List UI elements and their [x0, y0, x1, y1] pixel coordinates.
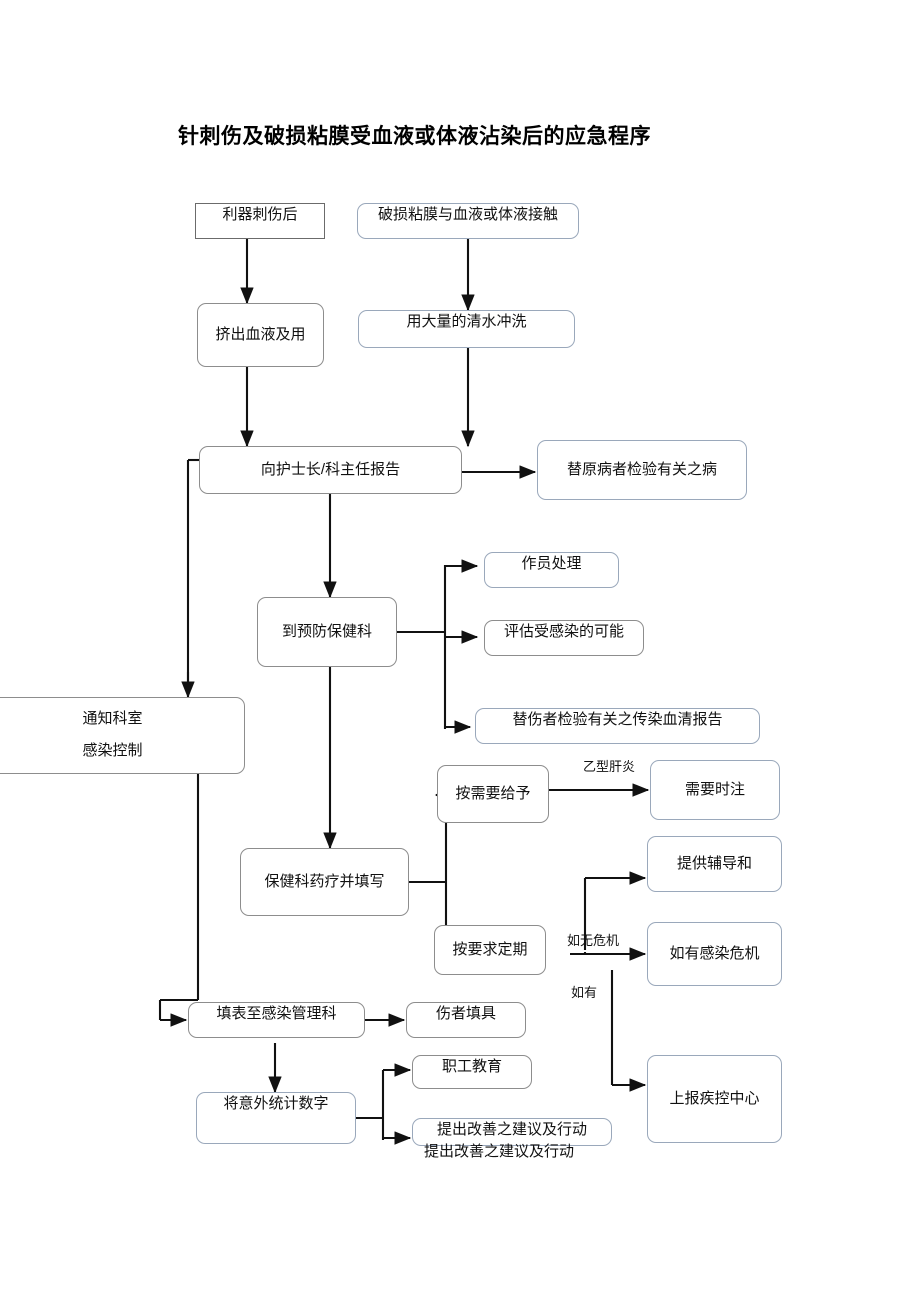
node-injured-fills-form[interactable]: 伤者填具 [406, 1002, 526, 1038]
node-improvement-action-label: 提出改善之建议及行动 [436, 1121, 587, 1138]
node-form-to-infection-dept-label: 填表至感染管理科 [216, 1005, 337, 1022]
node-branch-assess-risk-label: 评估受感染的可能 [503, 623, 624, 640]
node-injured-fills-form-label: 伤者填具 [435, 1005, 496, 1022]
node-infection-control-label: 感染控制 [82, 741, 143, 759]
node-inject-when-needed[interactable]: 需要时注 [650, 760, 780, 820]
node-sharps-injury-label: 利器刺伤后 [222, 206, 298, 223]
node-report-cdc-label: 上报疾控中心 [669, 1089, 760, 1107]
node-mucosa-contact[interactable]: 破损粘膜与血液或体液接触 [357, 203, 579, 239]
node-report-head-nurse[interactable]: 向护士长/科主任报告 [199, 446, 462, 494]
node-mucosa-contact-label: 破损粘膜与血液或体液接触 [377, 206, 558, 223]
node-squeeze-blood[interactable]: 挤出血液及用 [197, 303, 324, 367]
node-branch-registration[interactable]: 作员处理 [484, 552, 619, 588]
node-form-to-infection-dept[interactable]: 填表至感染管理科 [188, 1002, 365, 1038]
edge-label-hepatitis-b: 乙型肝炎 [583, 759, 636, 774]
node-branch-registration-label: 作员处理 [521, 555, 582, 572]
node-provide-counseling[interactable]: 提供辅导和 [647, 836, 782, 892]
node-sharps-injury[interactable]: 利器刺伤后 [195, 203, 325, 239]
node-improvement-action[interactable]: 提出改善之建议及行动 [412, 1118, 612, 1146]
node-staff-education[interactable]: 职工教育 [412, 1055, 532, 1089]
node-give-as-needed-label: 按需要给予 [455, 784, 531, 802]
node-staff-education-label: 职工教育 [441, 1058, 502, 1075]
node-go-prevention-dept[interactable]: 到预防保健科 [257, 597, 397, 667]
node-if-infection-risk[interactable]: 如有感染危机 [647, 922, 782, 986]
node-rinse-water-label: 用大量的清水冲洗 [406, 313, 527, 330]
node-periodic-followup-label: 按要求定期 [452, 940, 528, 958]
node-branch-serology[interactable]: 替伤者检验有关之传染血清报告 [475, 708, 760, 744]
node-medicate-and-fill-label: 保健科药疗并填写 [264, 872, 385, 890]
node-if-infection-risk-label: 如有感染危机 [669, 944, 760, 962]
edge-label-risk-b: 如有 [571, 985, 598, 1000]
node-report-cdc[interactable]: 上报疾控中心 [647, 1055, 782, 1143]
node-statistics[interactable]: 将意外统计数字 [196, 1092, 356, 1144]
bottom-caption: 提出改善之建议及行动 [424, 1143, 575, 1160]
node-inject-when-needed-label: 需要时注 [684, 780, 745, 798]
node-go-prevention-dept-label: 到预防保健科 [281, 622, 372, 640]
node-provide-counseling-label: 提供辅导和 [676, 854, 752, 872]
node-branch-serology-label: 替伤者检验有关之传染血清报告 [512, 711, 723, 728]
node-squeeze-blood-label: 挤出血液及用 [215, 325, 306, 343]
edge-label-risk-a: 如无危机 [567, 933, 620, 948]
node-notify-dept-label: 通知科室 [82, 710, 143, 728]
node-periodic-followup[interactable]: 按要求定期 [434, 925, 546, 975]
node-test-source-patient[interactable]: 替原病者检验有关之病 [537, 440, 747, 500]
node-test-source-patient-label: 替原病者检验有关之病 [566, 460, 717, 478]
node-branch-assess-risk[interactable]: 评估受感染的可能 [484, 620, 644, 656]
node-medicate-and-fill[interactable]: 保健科药疗并填写 [240, 848, 409, 916]
node-give-as-needed[interactable]: 按需要给予 [437, 765, 549, 823]
node-notify-dept-infection-control[interactable]: 通知科室 感染控制 [0, 697, 245, 774]
node-rinse-water[interactable]: 用大量的清水冲洗 [358, 310, 575, 348]
node-report-head-nurse-label: 向护士长/科主任报告 [260, 460, 401, 478]
page-title: 针刺伤及破损粘膜受血液或体液沾染后的应急程序 [178, 125, 651, 148]
node-statistics-label: 将意外统计数字 [223, 1095, 329, 1112]
